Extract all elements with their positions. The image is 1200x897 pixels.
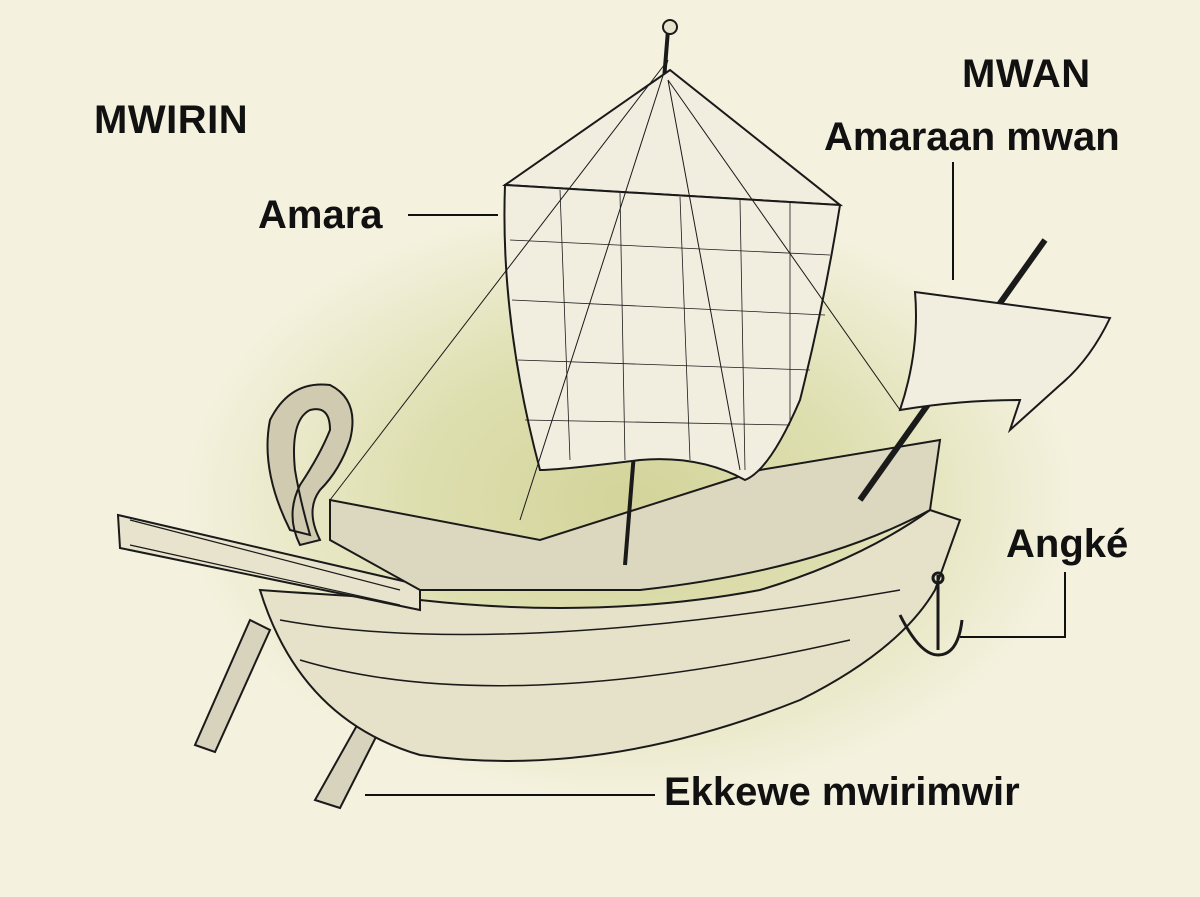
leader-line-anchor-h [960, 636, 1066, 638]
label-anchor: Angké [1006, 522, 1129, 566]
bow-sail [898, 290, 1112, 434]
label-bow-sail: Amaraan mwan [824, 115, 1120, 159]
label-main-sail: Amara [258, 193, 383, 237]
main-sail [503, 183, 842, 482]
label-bow: MWAN [962, 52, 1091, 96]
deck [329, 438, 942, 591]
top-sail [502, 68, 844, 207]
leader-line-bow-sail [952, 162, 954, 280]
label-steering-oar: Ekkewe mwirimwir [664, 770, 1020, 814]
label-stern: MWIRIN [94, 98, 249, 142]
leader-line-steering-oar [365, 794, 655, 796]
anchor-icon [898, 571, 964, 657]
steering-oar-back [193, 618, 272, 754]
leader-line-anchor-v [1064, 572, 1066, 638]
leader-line-main-sail [408, 214, 498, 216]
swan-neck-stern [266, 383, 354, 547]
hull [258, 508, 962, 762]
stern-railing [116, 513, 421, 612]
